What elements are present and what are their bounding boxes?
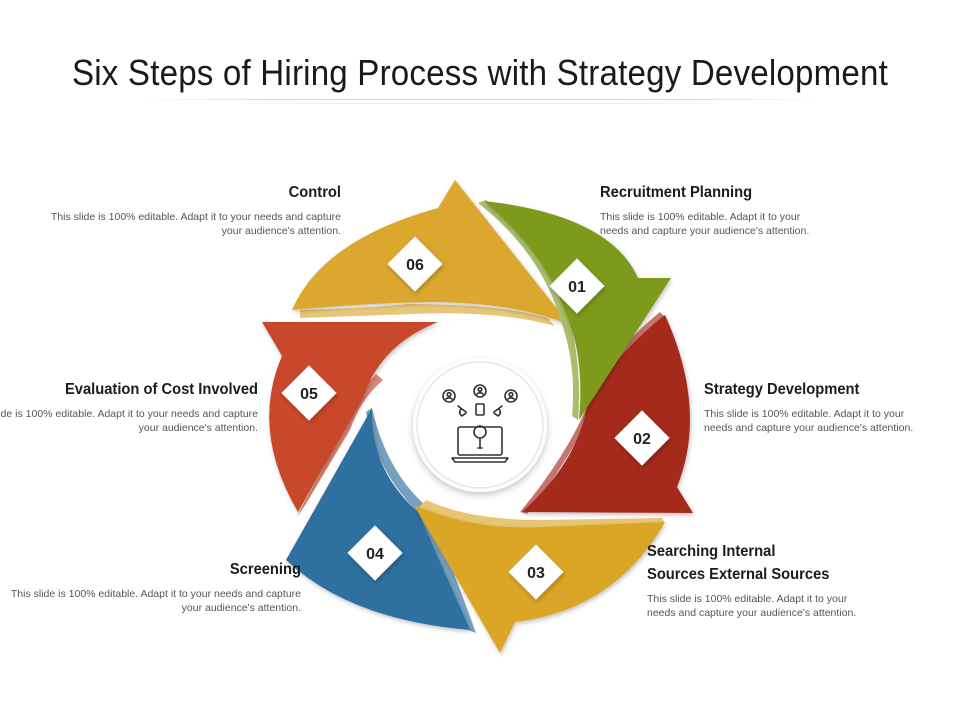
step-number: 03 [527,565,545,582]
step-01-description: This slide is 100% editable. Adapt it to… [600,211,810,237]
step-04-label: Screening This slide is 100% editable. A… [1,558,301,615]
number-diamond [508,544,564,600]
step-04-heading: Screening [229,561,301,578]
title-divider [140,99,820,100]
step-number: 05 [300,386,318,403]
center-circle [413,358,547,492]
step-03-label: Searching Internal Sources External Sour… [647,540,867,620]
step-05-label: Evaluation of Cost Involved This slide i… [0,378,258,435]
step-06-description: This slide is 100% editable. Adapt it to… [50,211,341,237]
step-03-description: This slide is 100% editable. Adapt it to… [647,593,857,619]
number-diamond [347,525,403,581]
step-02-badge: 02 [614,410,670,466]
step-number: 04 [366,546,384,563]
number-diamond [614,410,670,466]
step-06-label: Control This slide is 100% editable. Ada… [41,181,341,238]
step-04-arrow [286,408,476,633]
step-05-badge: 05 [281,365,337,421]
step-02-arrow [520,312,693,514]
number-diamond [281,365,337,421]
step-03-badge: 03 [508,544,564,600]
number-diamond [387,236,443,292]
step-01-heading: Recruitment Planning [600,184,753,201]
step-01-label: Recruitment Planning This slide is 100% … [600,181,820,238]
step-02-description: This slide is 100% editable. Adapt it to… [704,408,914,434]
step-05-description: This slide is 100% editable. Adapt it to… [0,408,258,434]
step-06-badge: 06 [387,236,443,292]
step-number: 02 [633,431,651,448]
step-05-heading: Evaluation of Cost Involved [64,381,258,398]
title-divider-shadow [230,103,730,104]
laptop-candidates-search-icon [442,384,518,463]
step-01-badge: 01 [549,258,605,314]
number-diamond [549,258,605,314]
step-number: 06 [406,257,424,274]
slide-title: Six Steps of Hiring Process with Strateg… [71,52,889,93]
step-number: 01 [568,279,586,296]
step-02-heading: Strategy Development [704,381,860,398]
step-04-description: This slide is 100% editable. Adapt it to… [10,588,301,614]
step-02-label: Strategy Development This slide is 100% … [704,378,924,435]
step-06-heading: Control [288,184,341,201]
step-03-heading: Searching Internal Sources External Sour… [647,543,830,583]
step-04-badge: 04 [347,525,403,581]
